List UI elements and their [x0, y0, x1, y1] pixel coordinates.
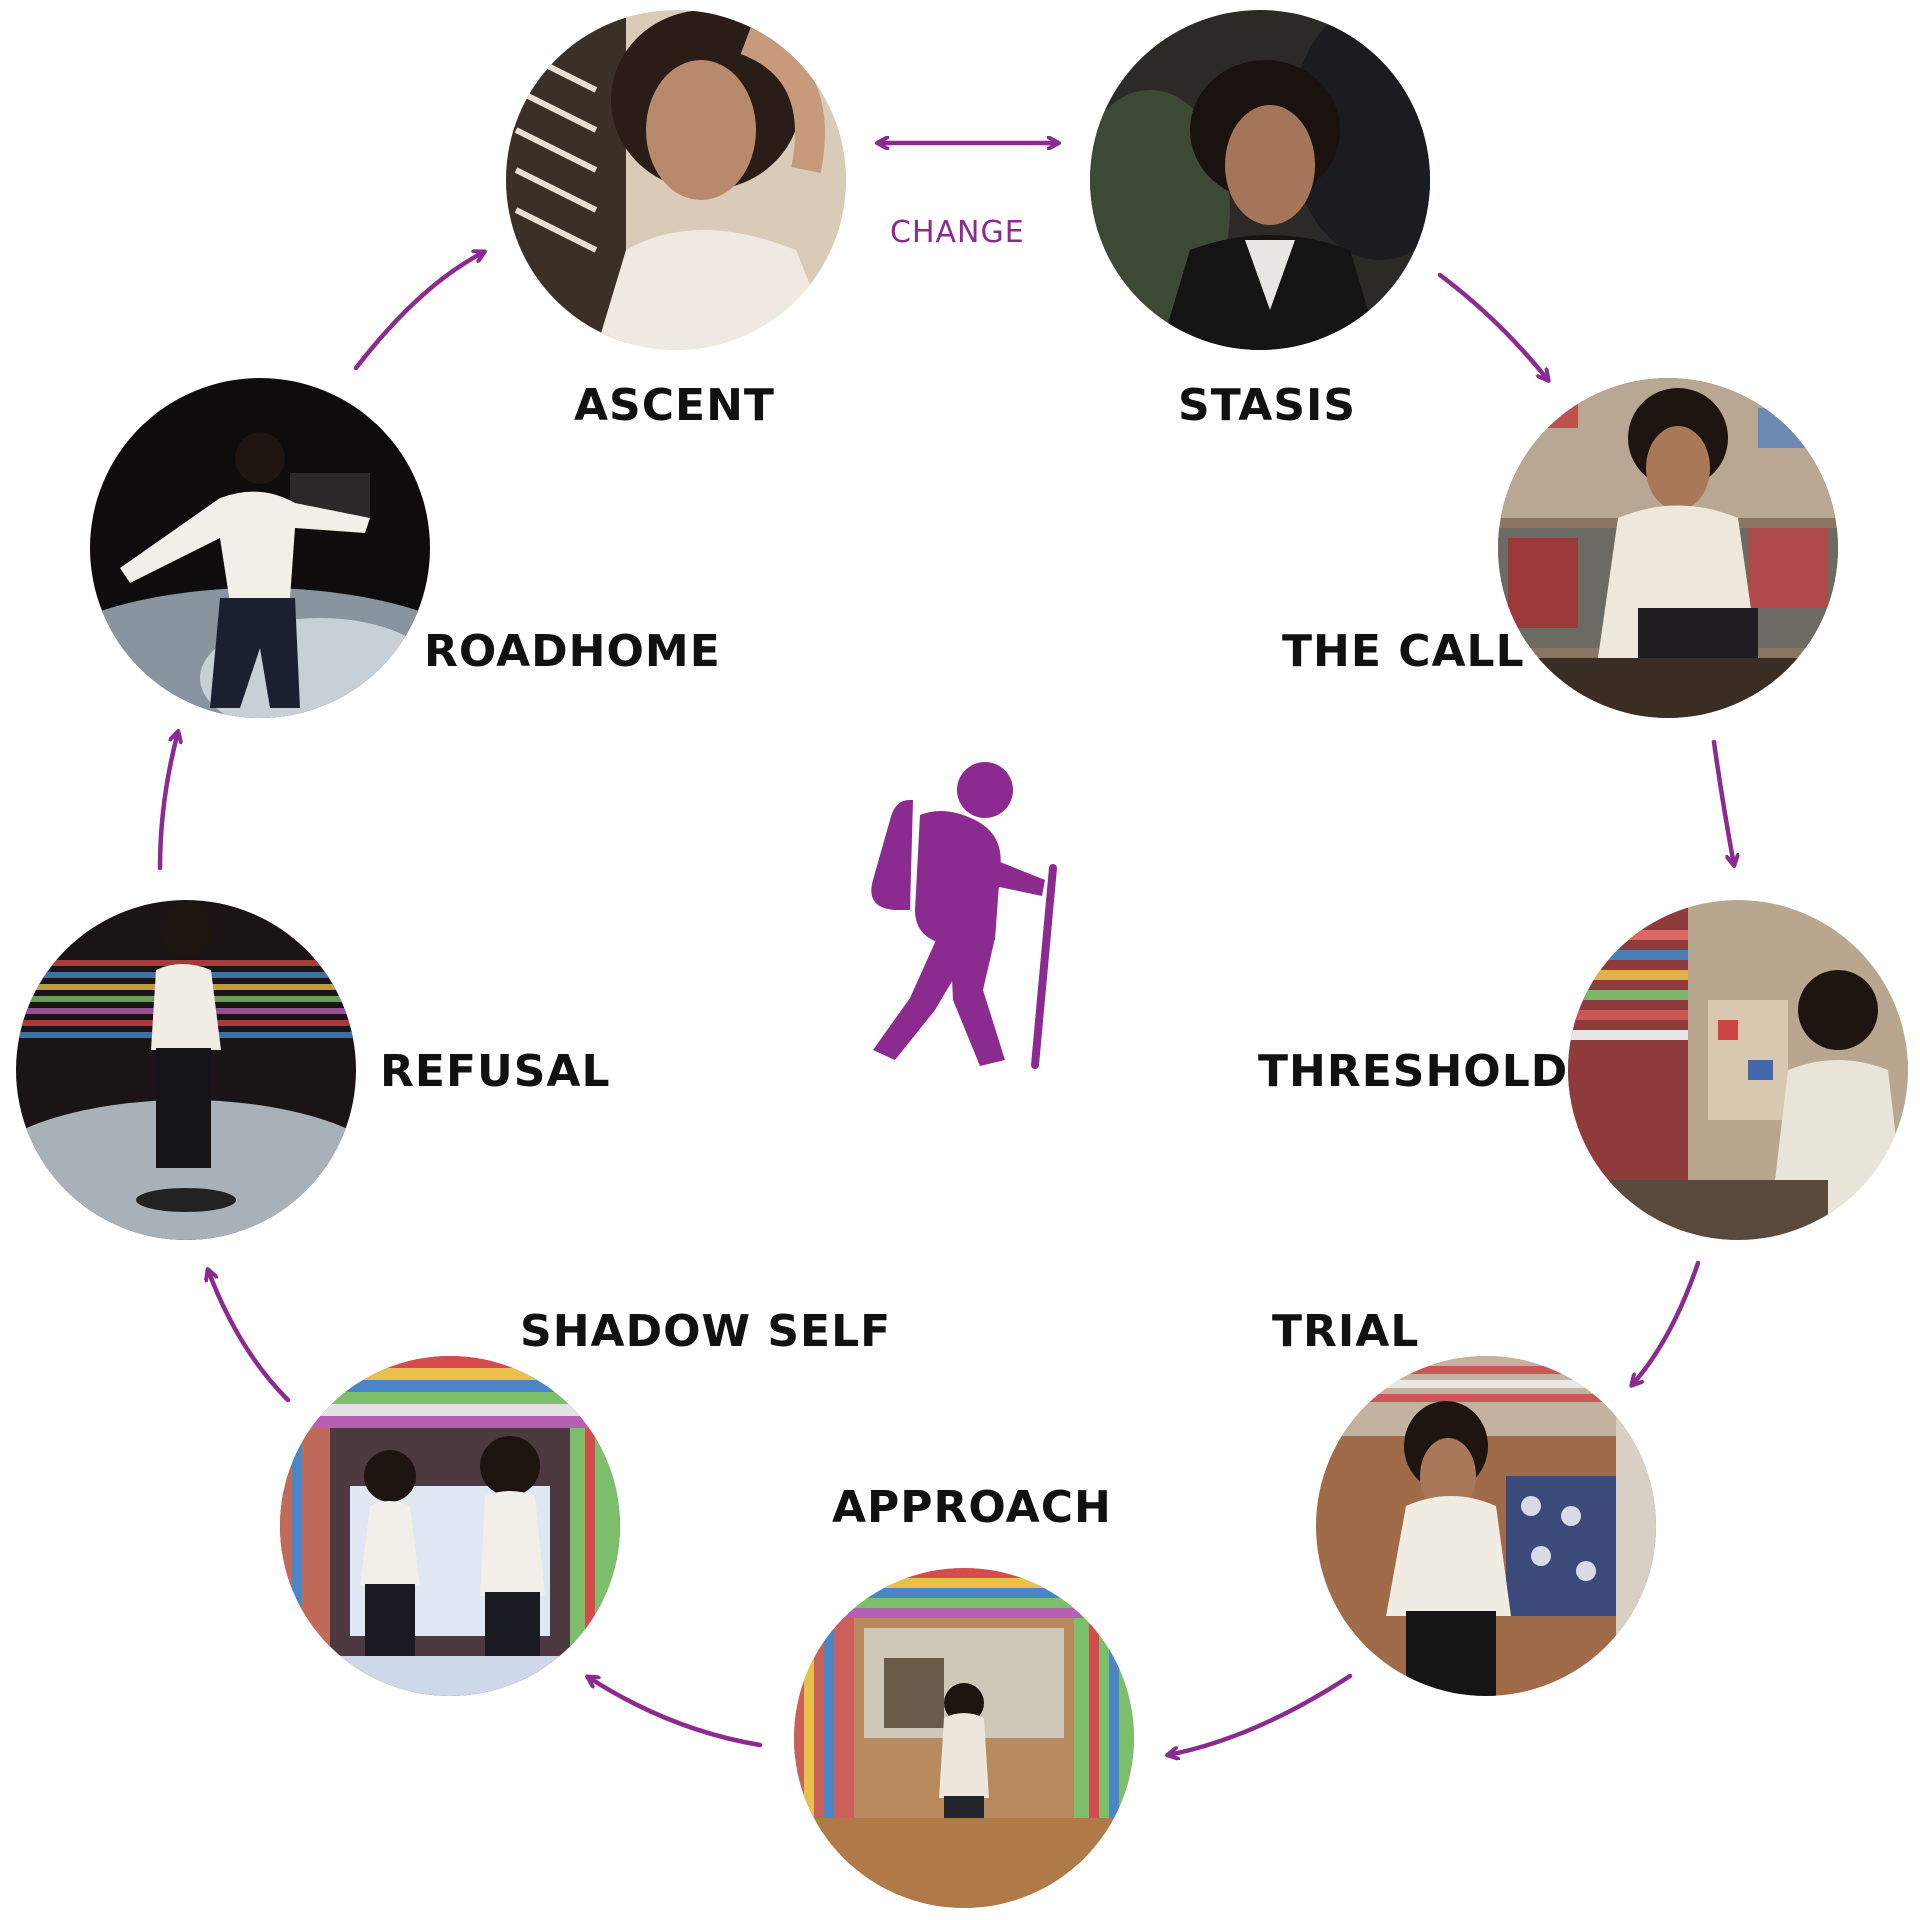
trial-photo	[1316, 1356, 1656, 1696]
arrow-trial-to-approach	[1168, 1673, 1353, 1755]
arrow-roadhome-to-ascent	[353, 252, 484, 371]
stage-label-stasis: STASIS	[1178, 380, 1357, 431]
arrow-shadow-to-refusal	[208, 1270, 291, 1403]
stage-label-roadhome: ROADHOME	[424, 626, 721, 677]
stage-label-approach: APPROACH	[832, 1482, 1112, 1533]
change-label: CHANGE	[890, 215, 1025, 250]
shadow-self-photo	[280, 1356, 620, 1696]
stage-label-the-call: THE CALL	[1282, 626, 1525, 677]
threshold-photo	[1568, 900, 1908, 1240]
arrow-refusal-to-roadhome	[157, 732, 178, 871]
stage-label-shadow-self: SHADOW SELF	[520, 1306, 892, 1357]
stage-label-ascent: ASCENT	[574, 380, 775, 431]
arrow-call-to-threshold	[1711, 739, 1734, 865]
ascent-photo	[506, 10, 846, 350]
stasis-photo	[1090, 10, 1430, 350]
refusal-photo	[16, 900, 356, 1240]
stage-label-refusal: REFUSAL	[380, 1046, 611, 1097]
hiker-icon	[871, 762, 1057, 1069]
stage-label-trial: TRIAL	[1272, 1306, 1420, 1357]
arrow-approach-to-shadow	[588, 1677, 763, 1748]
roadhome-photo	[90, 378, 430, 718]
arrow-stasis-to-call	[1437, 272, 1548, 380]
approach-photo	[794, 1568, 1134, 1908]
arrow-threshold-to-trial	[1632, 1260, 1701, 1385]
the-call-photo	[1498, 378, 1838, 718]
stage-label-threshold: THRESHOLD	[1258, 1046, 1569, 1097]
